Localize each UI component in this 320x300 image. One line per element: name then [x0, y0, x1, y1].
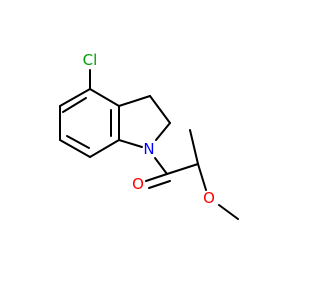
- bond-benzene-3-inner: [66, 135, 90, 149]
- bond-benzene-4: [89, 139, 120, 158]
- atom-carbonyl-oxygen-label: O: [132, 175, 144, 193]
- bond-benzene-6: [89, 88, 120, 107]
- bond-c3a-c3: [118, 95, 151, 107]
- bond-carbonyl-o-2: [148, 180, 171, 189]
- molecule-canvas: Cl N O O: [59, 51, 239, 220]
- bond-carbonyl-o-1: [145, 173, 168, 182]
- bond-benzene-1: [59, 88, 91, 107]
- bond-carbonyl-ch: [166, 163, 199, 175]
- atom-nitrogen-label: N: [143, 140, 154, 158]
- bond-c3-c2: [149, 95, 171, 124]
- bond-benzene-3: [59, 139, 91, 158]
- bond-benzene-1-inner: [62, 97, 87, 113]
- bond-n-carbonyl: [154, 157, 168, 175]
- structure-diagram: Cl N O O: [59, 51, 239, 220]
- bond-c2-n: [155, 122, 171, 141]
- bond-n-c7a: [118, 139, 143, 148]
- atom-chlorine-label: Cl: [83, 51, 98, 69]
- bond-ch-methyl: [189, 129, 199, 165]
- bond-ch-ether-o: [197, 163, 207, 191]
- bond-ether-o-methyl: [218, 204, 239, 220]
- atom-ether-oxygen-label: O: [203, 189, 215, 207]
